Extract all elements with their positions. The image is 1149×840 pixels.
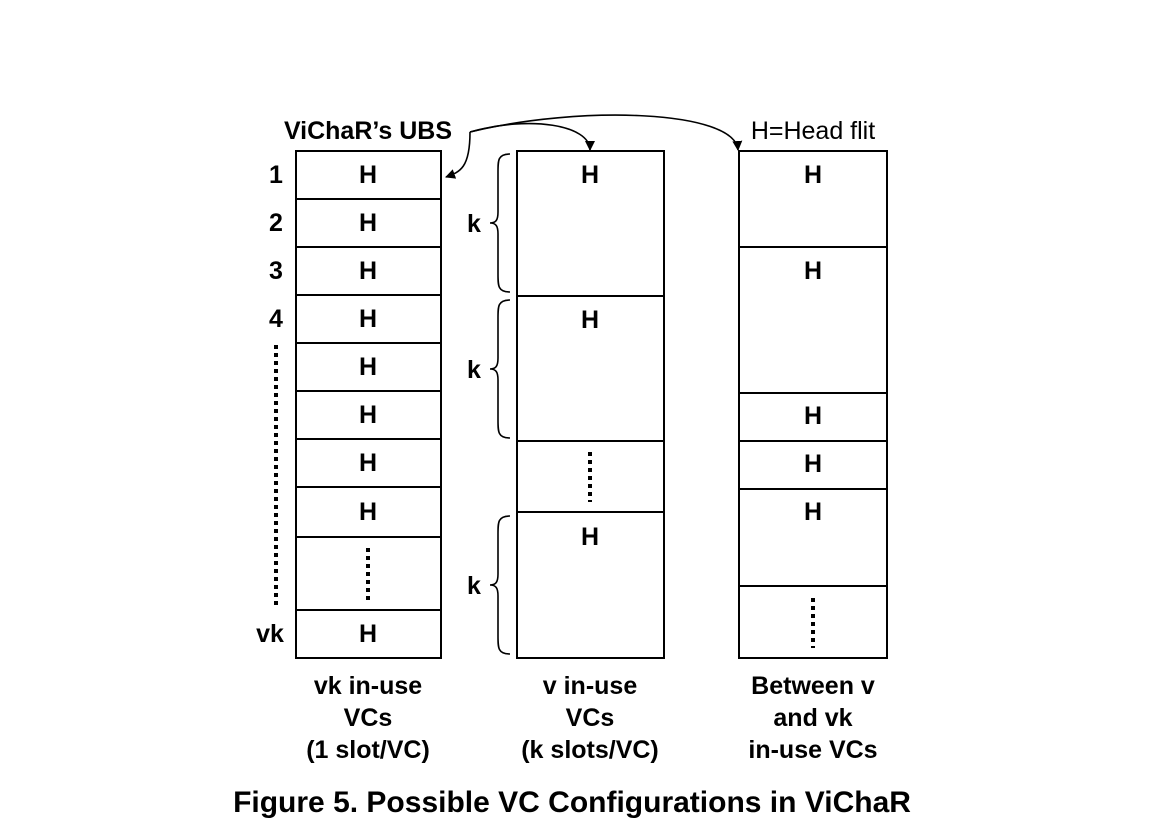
head-flit-marker: H: [581, 306, 599, 334]
head-flit-marker: H: [359, 498, 377, 526]
k-label: k: [467, 356, 481, 384]
head-flit-marker: H: [359, 257, 377, 285]
caption-col2-line2: VCs: [566, 704, 615, 732]
row-number-3: 3: [269, 257, 283, 285]
column-3-buffer: [738, 150, 888, 659]
head-flit-marker: H: [359, 161, 377, 189]
column-2-buffer: [516, 150, 665, 659]
row-number-vk: vk: [256, 620, 284, 648]
caption-col1-line3: (1 slot/VC): [306, 736, 430, 764]
row-number-4: 4: [269, 305, 283, 333]
brace-k-2: [489, 299, 511, 439]
head-flit-marker: H: [359, 353, 377, 381]
caption-col3-line2: and vk: [773, 704, 852, 732]
head-flit-marker: H: [581, 523, 599, 551]
head-flit-marker: H: [804, 450, 822, 478]
arrow-to-column-3: [469, 114, 743, 151]
head-flit-marker: H: [581, 161, 599, 189]
caption-col1-line1: vk in-use: [314, 672, 422, 700]
caption-col3-line3: in-use VCs: [748, 736, 877, 764]
row-number-2: 2: [269, 209, 283, 237]
caption-col2-line1: v in-use: [543, 672, 638, 700]
ubs-label: ViChaR’s UBS: [284, 117, 452, 145]
arrow-to-column-1: [445, 131, 471, 179]
caption-col2-line3: (k slots/VC): [521, 736, 659, 764]
caption-col1-line2: VCs: [344, 704, 393, 732]
head-flit-legend: H=Head flit: [751, 117, 875, 145]
head-flit-marker: H: [359, 401, 377, 429]
head-flit-marker: H: [359, 209, 377, 237]
head-flit-marker: H: [804, 161, 822, 189]
head-flit-marker: H: [359, 305, 377, 333]
row-number-1: 1: [269, 161, 283, 189]
head-flit-marker: H: [359, 449, 377, 477]
k-label: k: [467, 210, 481, 238]
head-flit-marker: H: [359, 620, 377, 648]
head-flit-marker: H: [804, 498, 822, 526]
head-flit-marker: H: [804, 257, 822, 285]
head-flit-marker: H: [804, 402, 822, 430]
brace-k-1: [489, 153, 511, 293]
brace-k-3: [489, 515, 511, 655]
k-label: k: [467, 572, 481, 600]
figure-title: Figure 5. Possible VC Configurations in …: [233, 786, 911, 819]
caption-col3-line1: Between v: [751, 672, 875, 700]
